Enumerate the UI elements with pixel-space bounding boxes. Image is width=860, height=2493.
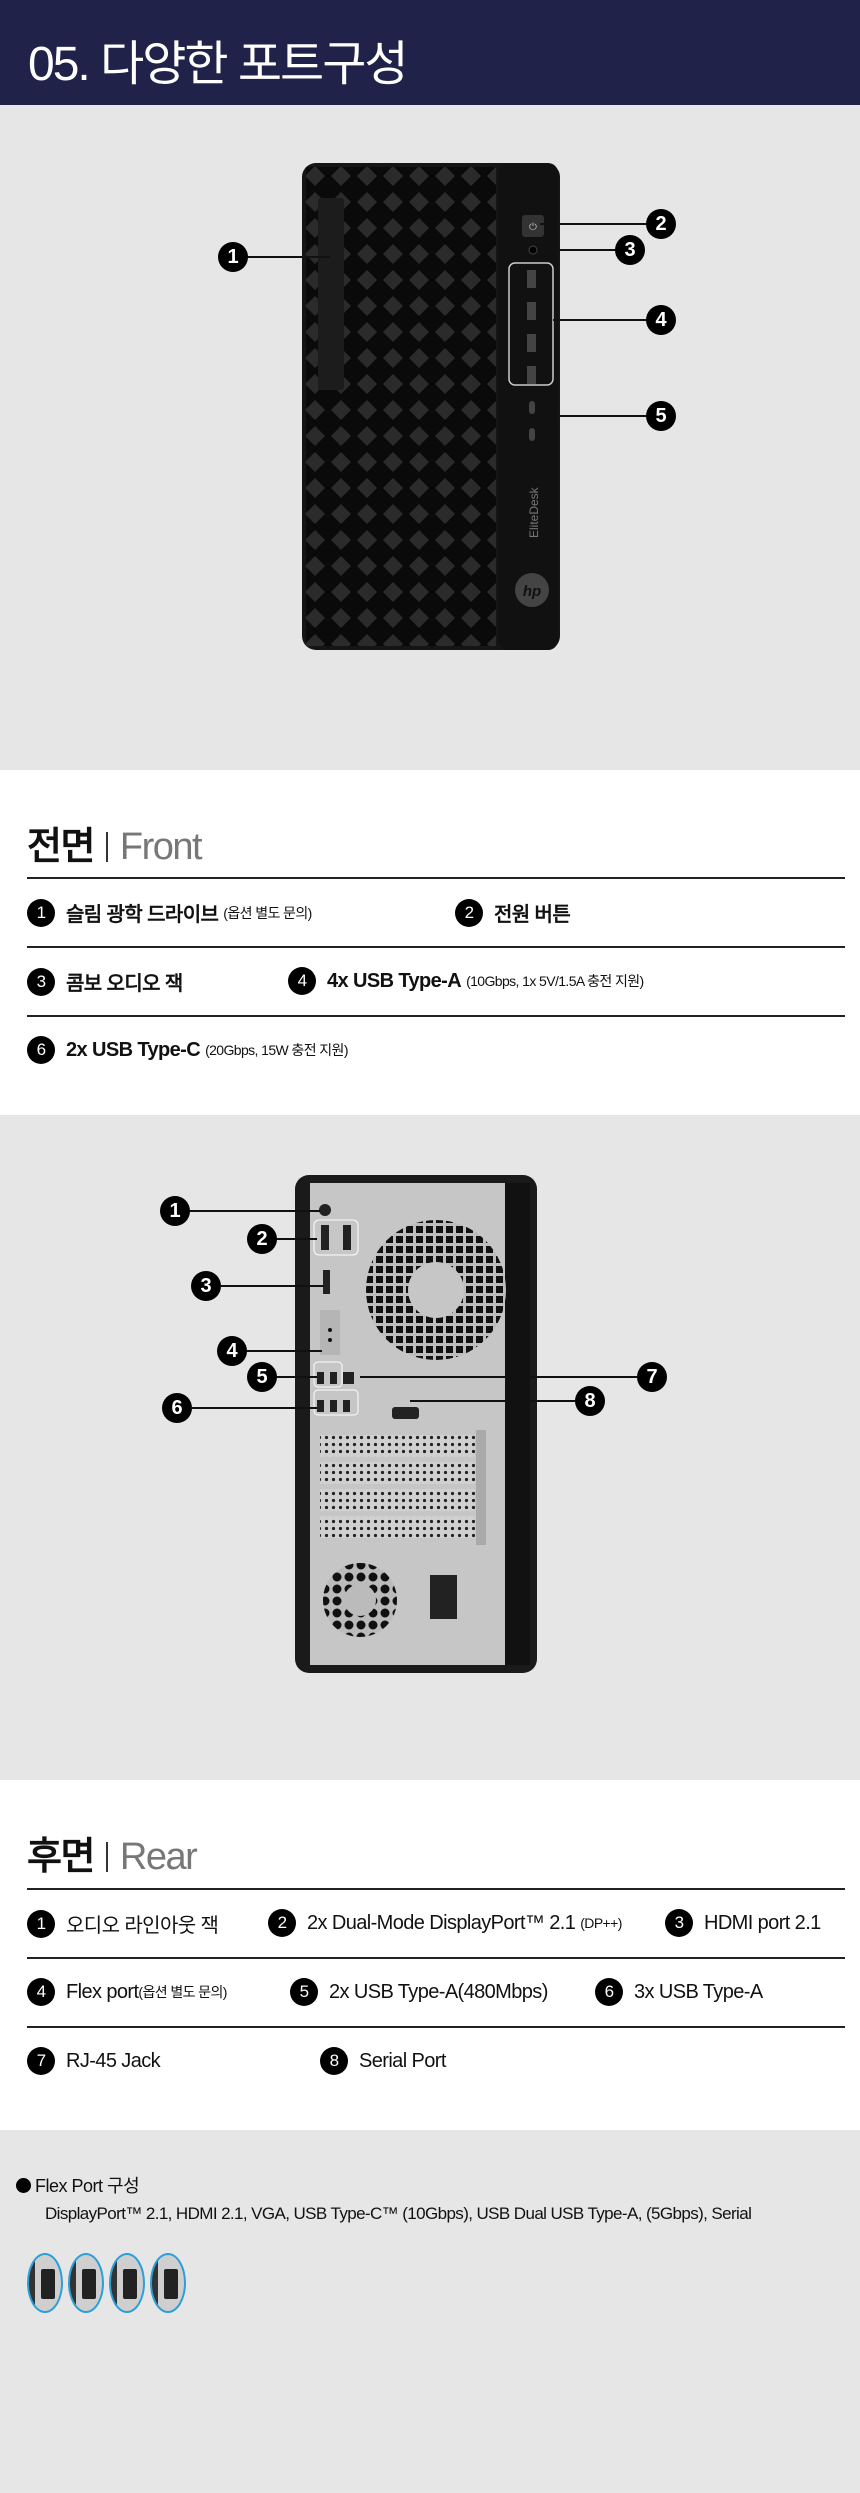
bullet-icon xyxy=(16,2177,31,2193)
page-header: 05. 다양한 포트구성 xyxy=(0,0,860,105)
pc-rear-image xyxy=(295,1175,537,1673)
rear-callout-6: 6 xyxy=(162,1393,192,1423)
serial-port xyxy=(392,1407,419,1419)
front-image-section: ⏻ EliteDesk hp 1 2 3 4 5 xyxy=(0,105,860,770)
front-callout-5: 5 xyxy=(646,401,676,431)
flex-port-heading: Flex Port 구성 xyxy=(16,2172,140,2198)
rear-callout-2: 2 xyxy=(247,1224,277,1254)
front-callout-4: 4 xyxy=(646,305,676,335)
rear-callout-4: 4 xyxy=(217,1336,247,1366)
flex-port-description: DisplayPort™ 2.1, HDMI 2.1, VGA, USB Typ… xyxy=(45,2204,752,2223)
rear-callout-7: 7 xyxy=(637,1362,667,1392)
rear-image-section: 1 2 3 4 5 7 6 8 xyxy=(0,1115,860,1780)
power-button xyxy=(522,215,544,237)
front-callout-3: 3 xyxy=(615,235,645,265)
page-title: 05. 다양한 포트구성 xyxy=(28,38,409,91)
front-callout-1: 1 xyxy=(218,242,248,272)
optical-drive xyxy=(318,198,344,390)
hdmi-port-icon xyxy=(109,2253,145,2313)
usb-c-port-icon xyxy=(68,2253,104,2313)
displayport-icon xyxy=(150,2253,186,2313)
hp-logo xyxy=(515,573,549,607)
rear-callout-3: 3 xyxy=(191,1271,221,1301)
flex-port-section: Flex Port 구성 DisplayPort™ 2.1, HDMI 2.1,… xyxy=(0,2130,860,2493)
audio-out-jack xyxy=(319,1204,331,1216)
product-label: EliteDesk xyxy=(527,486,541,538)
serial-port-icon xyxy=(27,2253,63,2313)
rear-callout-8: 8 xyxy=(575,1386,605,1416)
pc-front-image: ⏻ EliteDesk hp xyxy=(302,163,560,650)
rear-callout-1: 1 xyxy=(160,1196,190,1226)
rear-callout-5: 5 xyxy=(247,1362,277,1392)
power-socket xyxy=(430,1575,457,1619)
svg-text:⏻: ⏻ xyxy=(529,222,537,233)
front-callout-2: 2 xyxy=(646,209,676,239)
audio-jack xyxy=(528,245,538,255)
svg-text:hp: hp xyxy=(523,583,541,600)
